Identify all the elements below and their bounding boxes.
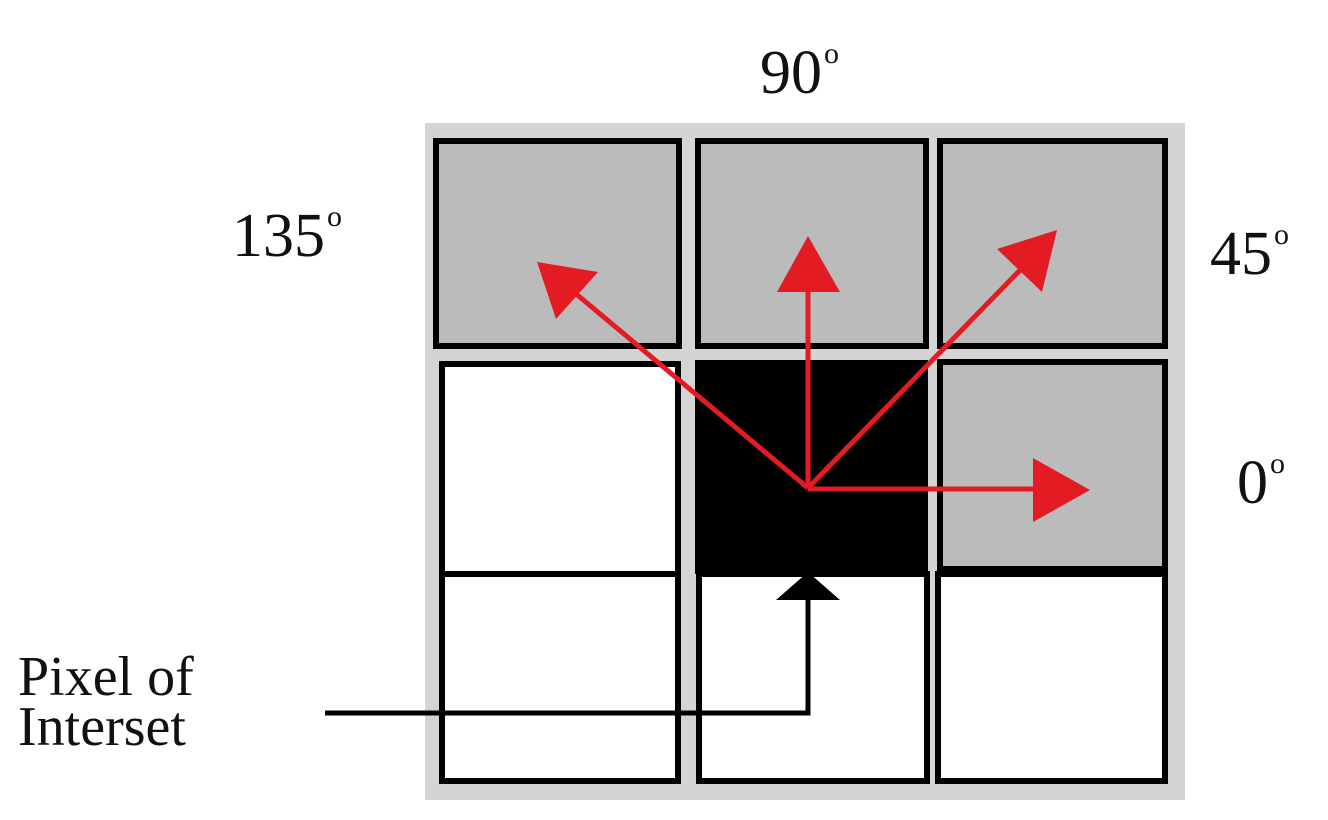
label-45-degrees: 45o (1210, 220, 1289, 288)
angle-value: 45 (1210, 220, 1272, 288)
pointer-arrow-line (325, 598, 811, 716)
cell-pixel-of-interest (695, 360, 928, 574)
cell-middle-left (439, 361, 681, 577)
pointer-arrow (325, 572, 840, 716)
cell-bottom-left (439, 571, 681, 784)
arrow-135-head-icon (537, 262, 598, 319)
arrow-90-head-icon (777, 236, 840, 292)
direction-arrows (537, 230, 1090, 522)
pixel-of-interest-label-line2: Interset (18, 696, 186, 758)
degree-symbol: o (824, 37, 839, 70)
label-90-degrees: 90o (760, 39, 839, 107)
arrow-0-head-icon (1033, 458, 1090, 522)
cell-bottom-middle (696, 571, 930, 784)
arrow-45-head-icon (997, 230, 1057, 292)
pointer-arrow-head-icon (776, 572, 840, 600)
degree-symbol: o (1270, 447, 1285, 480)
angle-value: 90 (760, 39, 822, 107)
cell-0-neighbor (937, 359, 1168, 572)
angle-value: 0 (1237, 449, 1268, 517)
pixel-of-interest-label-line1: Pixel of (18, 646, 194, 708)
cell-bottom-right (935, 571, 1168, 784)
angle-value: 135 (232, 202, 325, 270)
arrow-135-shaft (573, 291, 810, 490)
arrow-45-shaft (806, 263, 1027, 490)
pixel-of-interest-label: Pixel of Interset (18, 646, 194, 758)
degree-symbol: o (327, 200, 342, 233)
label-135-degrees: 135o (232, 202, 342, 270)
label-0-degrees: 0o (1237, 449, 1285, 517)
degree-symbol: o (1274, 218, 1289, 251)
